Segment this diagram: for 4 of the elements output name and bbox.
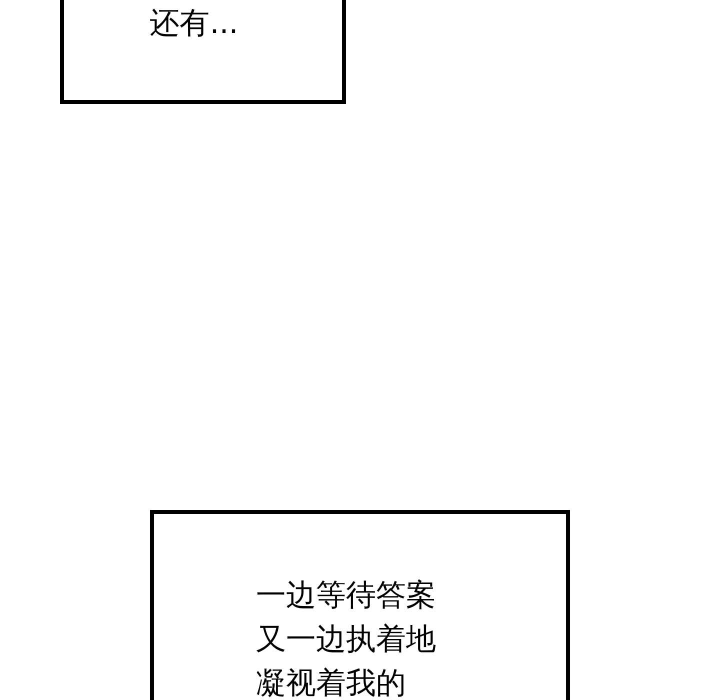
dialogue-text: 一边等待答案又一边执着地凝视着我的 [256,577,437,700]
speech-box [60,0,346,104]
dialogue-text: 还有... [148,5,240,43]
speech-box [150,510,570,700]
